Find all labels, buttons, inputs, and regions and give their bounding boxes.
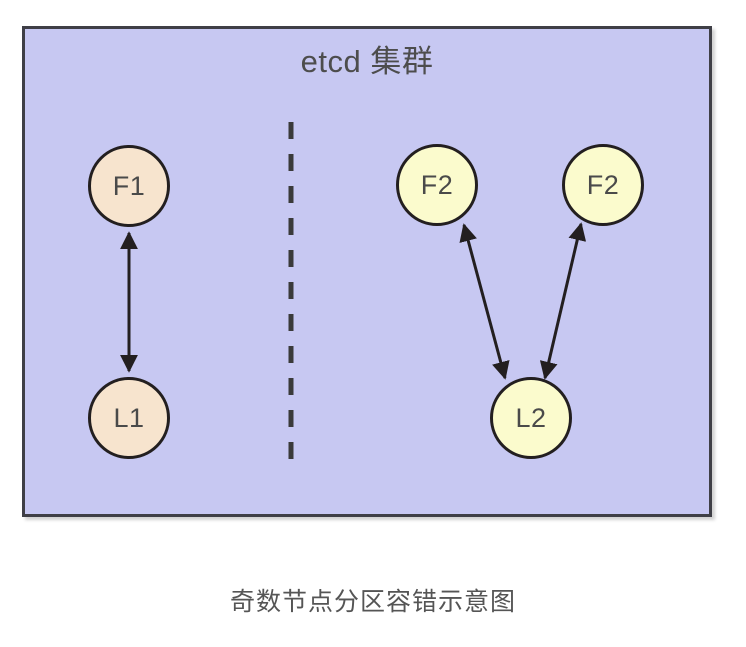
node-l2[interactable]: L2 — [490, 377, 572, 459]
node-l1-label: L1 — [113, 402, 145, 433]
cluster-title: etcd 集群 — [300, 44, 434, 79]
diagram-caption: 奇数节点分区容错示意图 — [229, 588, 516, 616]
node-f2-right-label: F2 — [586, 169, 620, 200]
node-l2-label: L2 — [515, 402, 547, 433]
node-f2-right[interactable]: F2 — [562, 144, 644, 226]
node-l1[interactable]: L1 — [88, 377, 170, 459]
node-f2-left-label: F2 — [420, 169, 454, 200]
node-f2-left[interactable]: F2 — [396, 144, 478, 226]
node-f1[interactable]: F1 — [88, 145, 170, 227]
node-f1-label: F1 — [112, 170, 146, 201]
